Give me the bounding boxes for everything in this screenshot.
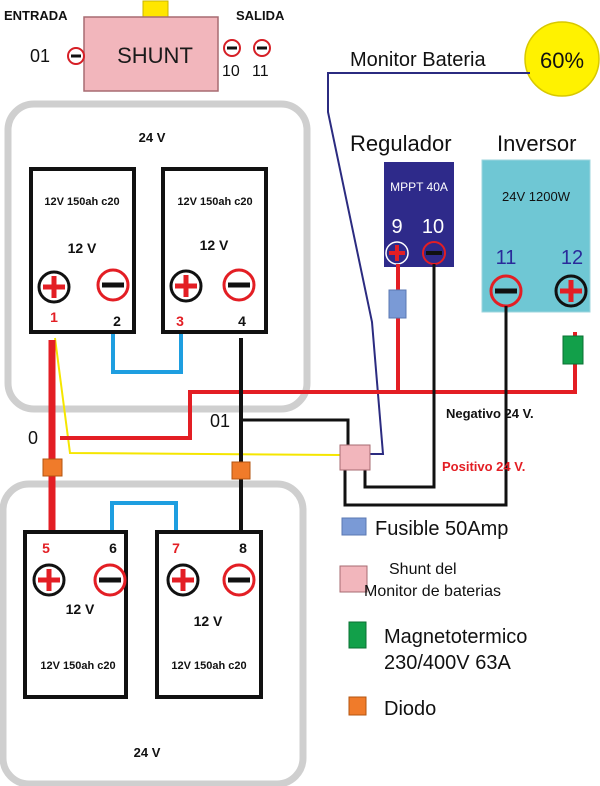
regulador-model: MPPT 40A bbox=[390, 180, 448, 194]
monitor-signal-wire bbox=[327, 72, 530, 455]
shunt-salida-label: SALIDA bbox=[236, 8, 285, 23]
battery-1 bbox=[29, 167, 136, 334]
wire-label-positivo: Positivo 24 V. bbox=[442, 459, 525, 474]
legend-breaker-line1: Magnetotermico bbox=[384, 626, 527, 648]
battery-4 bbox=[155, 530, 263, 699]
inversor-pos-num: 12 bbox=[561, 247, 583, 269]
battery-1-neg-num: 2 bbox=[113, 313, 121, 329]
shunt-term-out1-label: 10 bbox=[222, 63, 240, 80]
monitor-display bbox=[524, 21, 600, 97]
top-bank-voltage: 24 V bbox=[139, 130, 166, 145]
battery-1-minus-icon bbox=[96, 268, 130, 302]
shunt-term-out2-label: 11 bbox=[252, 63, 269, 80]
battery-3-plus-icon bbox=[32, 563, 66, 597]
battery-4-voltage: 12 V bbox=[194, 613, 223, 629]
battery-4-minus-icon bbox=[222, 563, 256, 597]
monitor-percent: 60% bbox=[540, 48, 584, 73]
regulador-negative-wire bbox=[363, 264, 436, 489]
monitor-shunt bbox=[339, 444, 371, 471]
shunt-minus-out2-icon bbox=[253, 39, 271, 57]
diode-left bbox=[42, 458, 63, 477]
regulador-minus-icon bbox=[422, 241, 446, 265]
shunt-box bbox=[83, 16, 219, 92]
yellow-sense-wire bbox=[54, 337, 341, 456]
legend-fuse-label: Fusible 50Amp bbox=[375, 518, 508, 540]
inversor-minus-icon bbox=[489, 274, 523, 308]
legend-shunt-line2: Monitor de baterias bbox=[364, 583, 501, 600]
battery-4-spec: 12V 150ah c20 bbox=[171, 660, 246, 672]
inversor-neg-num: 11 bbox=[496, 247, 517, 269]
fuse-50a bbox=[388, 289, 407, 319]
regulador-pos-num: 9 bbox=[391, 216, 402, 238]
bottom-bank-voltage: 24 V bbox=[134, 745, 161, 760]
regulador-neg-num: 10 bbox=[422, 216, 444, 238]
wire-label-zero: 0 bbox=[28, 428, 38, 448]
wire-label-01: 01 bbox=[210, 411, 230, 431]
legend-diode-label: Diodo bbox=[384, 698, 436, 720]
regulador-plus-icon bbox=[385, 241, 409, 265]
battery-2-spec: 12V 150ah c20 bbox=[177, 196, 252, 208]
battery-6-neg-num: 6 bbox=[109, 540, 117, 556]
battery-4-plus-icon bbox=[166, 563, 200, 597]
battery-1-voltage: 12 V bbox=[68, 240, 97, 256]
bottom-bridge-wire bbox=[110, 501, 178, 532]
battery-1-pos-num: 1 bbox=[50, 309, 58, 325]
battery-2-pos-num: 3 bbox=[176, 313, 184, 329]
battery-2-minus-icon bbox=[222, 268, 256, 302]
battery-8-neg-num: 8 bbox=[239, 540, 247, 556]
breaker-63a bbox=[562, 335, 584, 365]
battery-2-plus-icon bbox=[169, 269, 203, 303]
negative-shunt-wire bbox=[241, 418, 350, 445]
shunt-minus-out1-icon bbox=[223, 39, 241, 57]
top-bank-frame bbox=[4, 100, 311, 413]
battery-3-voltage: 12 V bbox=[66, 601, 95, 617]
bottom-bank-frame bbox=[0, 480, 307, 786]
battery-3-minus-icon bbox=[93, 563, 127, 597]
battery-2-neg-num: 4 bbox=[238, 313, 246, 329]
battery-3 bbox=[23, 530, 128, 699]
battery-1-spec: 12V 150ah c20 bbox=[44, 196, 119, 208]
battery-3-spec: 12V 150ah c20 bbox=[40, 660, 115, 672]
shunt-minus-in-icon bbox=[67, 47, 85, 65]
shunt-term-in-label: 01 bbox=[30, 46, 50, 66]
positive-bus-wire bbox=[60, 332, 577, 440]
legend-breaker-line2: 230/400V 63A bbox=[384, 652, 511, 674]
legend-diode-swatch bbox=[348, 696, 367, 716]
diode-right bbox=[231, 461, 251, 480]
legend-shunt-swatch bbox=[339, 565, 368, 593]
legend-shunt-line1: Shunt del bbox=[389, 561, 457, 578]
legend-breaker-swatch bbox=[348, 621, 367, 649]
inversor-model: 24V 1200W bbox=[502, 189, 571, 204]
wire-label-negativo: Negativo 24 V. bbox=[446, 406, 534, 421]
shunt-title: SHUNT bbox=[117, 43, 193, 68]
battery-1-plus-icon bbox=[37, 270, 71, 304]
battery-2-voltage: 12 V bbox=[200, 237, 229, 253]
battery-5-pos-num: 5 bbox=[42, 540, 50, 556]
battery-2 bbox=[161, 167, 268, 334]
inversor-negative-wire bbox=[343, 306, 508, 507]
inversor-plus-icon bbox=[554, 274, 588, 308]
battery-7-pos-num: 7 bbox=[172, 540, 180, 556]
monitor-label: Monitor Bateria bbox=[350, 49, 486, 71]
regulador-title: Regulador bbox=[350, 131, 452, 156]
legend-fuse-swatch bbox=[341, 517, 367, 536]
shunt-entrada-label: ENTRADA bbox=[4, 8, 68, 23]
top-bridge-wire bbox=[111, 333, 183, 374]
inversor-title: Inversor bbox=[497, 131, 576, 156]
